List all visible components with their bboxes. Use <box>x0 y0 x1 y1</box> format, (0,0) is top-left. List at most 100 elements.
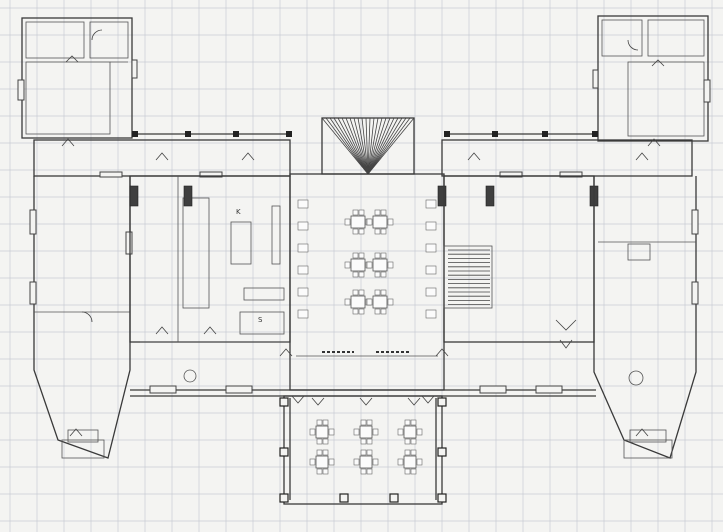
chair <box>374 289 381 296</box>
chair <box>366 298 373 306</box>
chair <box>366 468 373 475</box>
chair <box>380 252 387 259</box>
door-swing-icon <box>647 138 661 147</box>
chair <box>380 209 387 216</box>
door-swing-icon <box>635 152 649 161</box>
door-swing-icon <box>155 152 169 161</box>
chair <box>352 209 359 216</box>
door-swing-icon <box>421 395 435 404</box>
chair <box>297 309 309 319</box>
chair <box>416 458 423 466</box>
chair <box>352 308 359 315</box>
column-icon <box>389 493 399 503</box>
chair <box>316 419 323 426</box>
chair <box>366 449 373 456</box>
chair <box>374 228 381 235</box>
chair <box>322 419 329 426</box>
chair <box>387 218 394 226</box>
chair <box>316 438 323 445</box>
column-icon <box>339 493 349 503</box>
chair <box>297 199 309 209</box>
chair <box>425 309 437 319</box>
chair <box>372 428 379 436</box>
chair <box>425 265 437 275</box>
chair <box>425 199 437 209</box>
chair <box>358 209 365 216</box>
dining-table <box>403 425 417 439</box>
storage-label: S <box>258 316 263 324</box>
column-icon <box>437 493 447 503</box>
chair <box>374 271 381 278</box>
chair <box>366 261 373 269</box>
door-swing-icons <box>61 138 661 437</box>
door-swing-icon <box>407 397 421 406</box>
column-icon <box>437 397 447 407</box>
column-icon <box>279 493 289 503</box>
upper-corridors <box>33 131 693 178</box>
chair <box>344 261 351 269</box>
chair <box>322 468 329 475</box>
chair <box>352 252 359 259</box>
chair <box>344 218 351 226</box>
chair <box>352 228 359 235</box>
door-swing-icon <box>311 397 325 406</box>
chair <box>380 228 387 235</box>
chair <box>425 243 437 253</box>
chair <box>366 419 373 426</box>
chair <box>404 468 411 475</box>
chair <box>425 287 437 297</box>
dining-table <box>403 455 417 469</box>
chair <box>366 438 373 445</box>
chair <box>410 468 417 475</box>
chair <box>328 458 335 466</box>
chair <box>358 228 365 235</box>
dining-table <box>359 455 373 469</box>
chair <box>316 449 323 456</box>
door-swing-icon <box>291 395 305 404</box>
chair <box>410 419 417 426</box>
dining-table <box>359 425 373 439</box>
chair <box>374 308 381 315</box>
dining-table <box>372 295 388 309</box>
chair <box>309 458 316 466</box>
door-swing-icon <box>69 428 83 437</box>
chair <box>353 458 360 466</box>
dining-table <box>350 295 366 309</box>
chair <box>358 252 365 259</box>
chair <box>297 221 309 231</box>
door-swing-icon <box>279 348 293 357</box>
door-swing-icon <box>241 152 255 161</box>
chair <box>387 298 394 306</box>
chair <box>425 221 437 231</box>
dining-table <box>315 455 329 469</box>
chair <box>297 243 309 253</box>
right-wing <box>593 176 699 459</box>
dining-table <box>350 215 366 229</box>
left-upper-rooms <box>17 17 138 139</box>
central-dining-hall <box>289 173 495 391</box>
door-swing-icon <box>635 428 649 437</box>
column-icon <box>279 397 289 407</box>
chair <box>322 449 329 456</box>
chair <box>322 438 329 445</box>
dining-table <box>315 425 329 439</box>
dining-table <box>372 215 388 229</box>
chair <box>358 289 365 296</box>
right-upper-rooms <box>592 15 711 142</box>
column-icon <box>279 447 289 457</box>
chair <box>366 218 373 226</box>
front-gallery <box>130 369 596 397</box>
door-swing-icon <box>359 397 373 406</box>
dining-table <box>350 258 366 272</box>
chair <box>404 449 411 456</box>
chair <box>374 252 381 259</box>
stair-icon <box>448 249 490 306</box>
chair <box>380 308 387 315</box>
chair <box>380 289 387 296</box>
chair <box>404 438 411 445</box>
chair <box>387 261 394 269</box>
plant-icon <box>628 370 644 386</box>
chair <box>374 209 381 216</box>
chair <box>353 428 360 436</box>
